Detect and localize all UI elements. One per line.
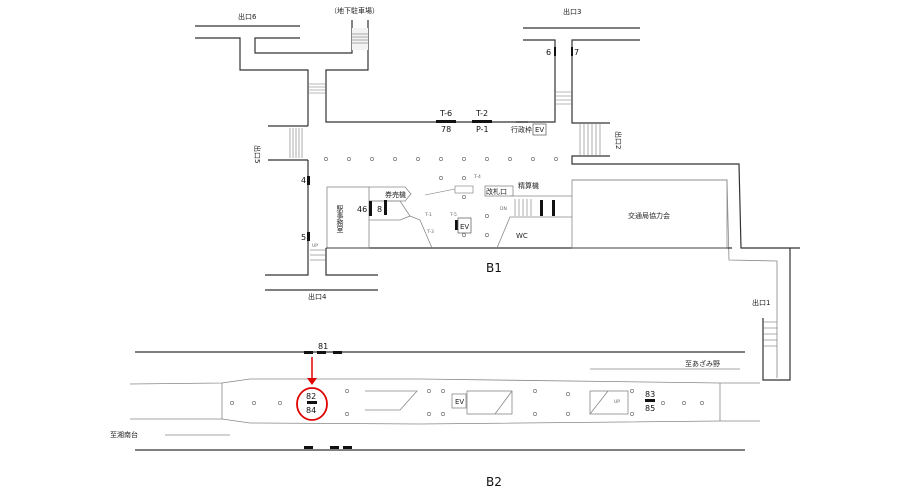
n81-label: 81 — [318, 342, 328, 351]
n85-label: 85 — [645, 404, 655, 413]
t2-label: T-2 — [475, 109, 488, 118]
up-label-b2: UP — [614, 399, 620, 405]
t5-label: T-5 — [449, 212, 457, 218]
current-location-highlight — [296, 357, 328, 421]
parking-label: （地下駐車場） — [330, 6, 379, 15]
t4-label: T-4 — [473, 174, 481, 180]
direction-shonandai: 至湘南台 — [110, 430, 138, 439]
highlight-circle — [296, 387, 328, 421]
exit2-label: 出口2 — [614, 131, 623, 149]
p1-label: P-1 — [476, 125, 489, 134]
n5-label: 5 — [301, 233, 306, 242]
ticket-machine-label: 券売機 — [385, 190, 406, 199]
stairs — [289, 28, 777, 347]
t3-label: T-3 — [426, 229, 434, 235]
b1-walls — [195, 20, 800, 381]
direction-azamino: 至あざみ野 — [685, 359, 720, 368]
n84-label: 84 — [306, 406, 316, 415]
n6-label: 6 — [546, 48, 551, 57]
kotsukyoku-label: 交通局協力会 — [628, 211, 670, 220]
exit4-label: 出口4 — [308, 292, 327, 301]
ev-label-b1: EV — [535, 126, 544, 134]
fare-adjust-label: 精算機 — [518, 181, 539, 190]
b2-platform — [129, 351, 760, 451]
b1-floor-label: B1 — [486, 261, 502, 275]
admin-label: 行政枠 — [511, 125, 532, 134]
t6-label: T-6 — [439, 109, 452, 118]
n46-label: 46 — [357, 205, 367, 214]
boarding-markers — [307, 47, 573, 241]
dn-label: DN — [500, 206, 507, 212]
wc-label: WC — [516, 232, 528, 240]
up-label: UP — [312, 243, 318, 249]
n83-label: 83 — [645, 390, 655, 399]
b2-floor-label: B2 — [486, 475, 502, 489]
arrow-down-icon — [307, 378, 317, 385]
exit1-label: 出口1 — [752, 298, 770, 307]
b2-columns — [230, 389, 704, 416]
ev2-label: EV — [460, 223, 469, 231]
ev-label-b2: EV — [455, 398, 464, 406]
exit6-label: 出口6 — [238, 12, 257, 21]
n4-label: 4 — [301, 176, 306, 185]
exit5-label: 出口5 — [253, 145, 262, 163]
columns — [324, 157, 558, 237]
n78-label: 78 — [441, 125, 451, 134]
n7-label: 7 — [574, 48, 579, 57]
n8-label: 8 — [377, 205, 382, 214]
exit3-label: 出口3 — [563, 7, 581, 16]
n82-label: 82 — [306, 392, 316, 401]
t1-label: T-1 — [424, 212, 432, 218]
station-office-label: 駅事務室 — [336, 205, 344, 233]
gate-label: 改札口 — [486, 187, 507, 196]
